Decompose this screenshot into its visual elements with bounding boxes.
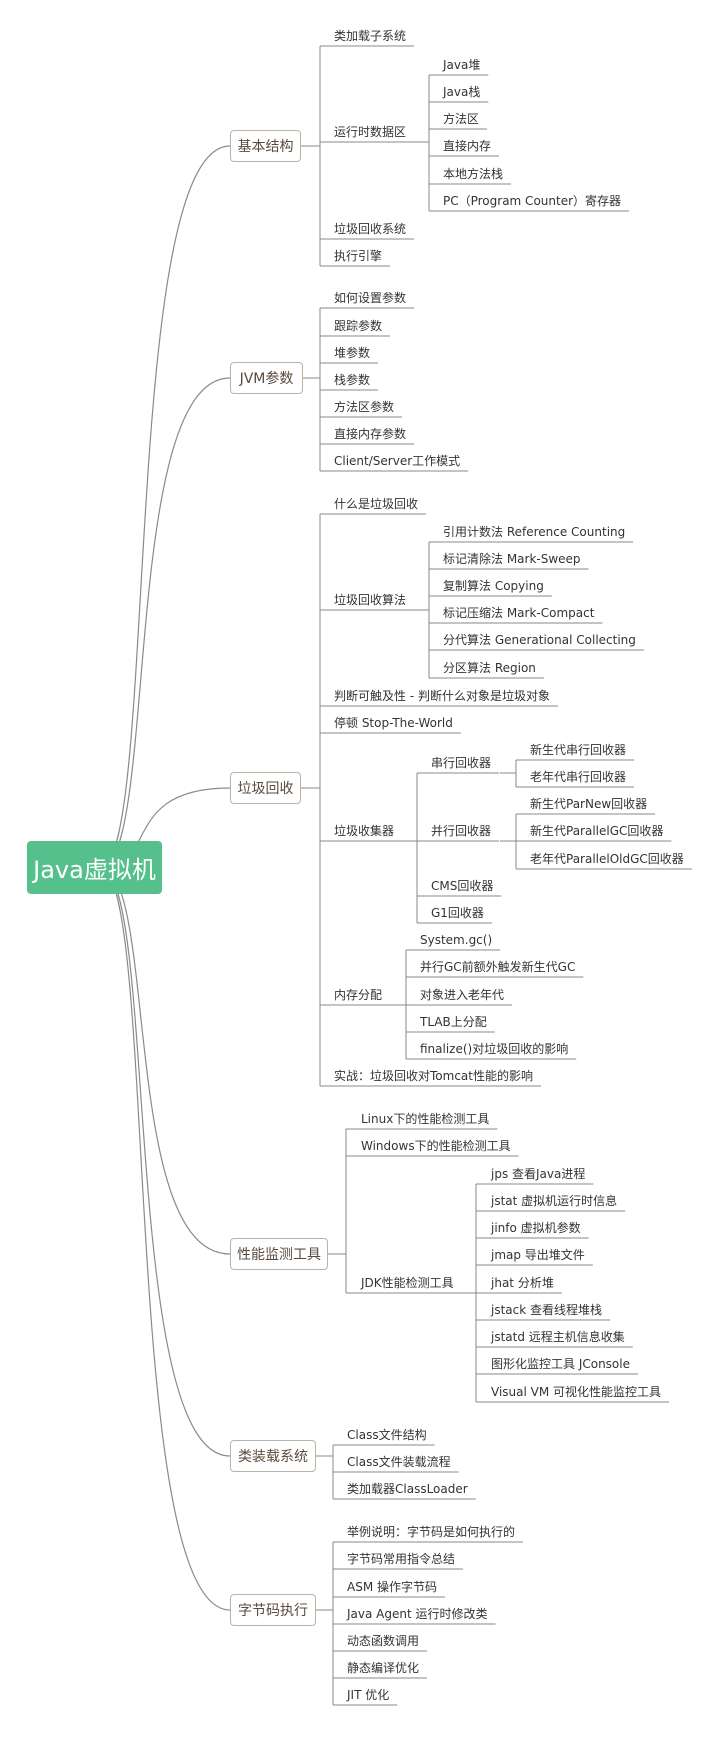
connector-curve [99, 145, 231, 869]
leaf-young-serial: 新生代串行回收器 [530, 743, 627, 757]
leaf-jinfo: jinfo 虚拟机参数 [491, 1221, 581, 1235]
leaf-java-stack: Java栈 [443, 85, 481, 99]
leaf-classloader: 类加载器ClassLoader [347, 1482, 468, 1496]
leaf-java-heap: Java堆 [443, 58, 481, 72]
leaf-class-file-structure: Class文件结构 [347, 1428, 427, 1442]
branch-node-basic-structure: 基本结构 [230, 130, 301, 162]
leaf-finalize: finalize()对垃圾回收的影响 [420, 1042, 569, 1056]
leaf-parallel-collector: 并行回收器 [431, 824, 492, 838]
connector-curve [99, 867, 231, 1255]
leaf-stop-the-world: 停顿 Stop-The-World [334, 716, 453, 730]
leaf-client-server-mode: Client/Server工作模式 [334, 454, 461, 468]
leaf-jit: JIT 优化 [347, 1688, 390, 1702]
leaf-linux-tools: Linux下的性能检测工具 [361, 1112, 490, 1126]
connector-curve [99, 867, 231, 1611]
leaf-memory-allocation: 内存分配 [334, 988, 383, 1002]
branch-node-garbage-collection: 垃圾回收 [230, 772, 301, 804]
leaf-direct-memory-params: 直接内存参数 [334, 427, 407, 441]
leaf-dynamic-invoke: 动态函数调用 [347, 1634, 420, 1648]
leaf-class-loading-flow: Class文件装载流程 [347, 1455, 451, 1469]
branch-node-jvm-params: JVM参数 [230, 362, 303, 394]
leaf-native-method-stack: 本地方法栈 [443, 167, 504, 181]
leaf-jhat: jhat 分析堆 [491, 1276, 554, 1290]
leaf-stack-params: 栈参数 [334, 373, 371, 387]
connector-curve [99, 867, 231, 1457]
leaf-tomcat-practice: 实战：垃圾回收对Tomcat性能的影响 [334, 1069, 533, 1083]
leaf-parallel-gc-young: 并行GC前额外触发新生代GC [420, 960, 576, 974]
leaf-how-to-set-params: 如何设置参数 [334, 291, 407, 305]
branch-node-bytecode: 字节码执行 [230, 1594, 316, 1626]
leaf-heap-params: 堆参数 [334, 346, 371, 360]
leaf-young-parnew: 新生代ParNew回收器 [530, 797, 648, 811]
leaf-windows-tools: Windows下的性能检测工具 [361, 1139, 511, 1153]
leaf-what-is-gc: 什么是垃圾回收 [334, 497, 419, 511]
leaf-gc-algorithms: 垃圾回收算法 [334, 593, 407, 607]
leaf-old-paralleloldgc: 老年代ParallelOldGC回收器 [530, 852, 684, 866]
leaf-class-loader-subsystem: 类加载子系统 [334, 29, 407, 43]
leaf-runtime-data-area: 运行时数据区 [334, 125, 407, 139]
leaf-gc-system: 垃圾回收系统 [334, 222, 407, 236]
leaf-reachability: 判断可触及性 - 判断什么对象是垃圾对象 [334, 689, 550, 703]
branch-node-class-loading: 类装载系统 [230, 1440, 316, 1472]
leaf-jps: jps 查看Java进程 [491, 1167, 586, 1181]
leaf-pc-register: PC（Program Counter）寄存器 [443, 194, 622, 208]
leaf-jmap: jmap 导出堆文件 [491, 1248, 585, 1262]
leaf-mark-compact: 标记压缩法 Mark-Compact [443, 606, 595, 620]
leaf-asm: ASM 操作字节码 [347, 1580, 437, 1594]
leaf-static-compile: 静态编译优化 [347, 1661, 420, 1675]
leaf-gc-collectors: 垃圾收集器 [334, 824, 395, 838]
leaf-generational: 分代算法 Generational Collecting [443, 633, 636, 647]
leaf-mark-sweep: 标记清除法 Mark-Sweep [443, 552, 581, 566]
branch-node-perf-tools: 性能监测工具 [230, 1238, 328, 1270]
leaf-jstack: jstack 查看线程堆栈 [491, 1303, 603, 1317]
leaf-old-serial: 老年代串行回收器 [530, 770, 627, 784]
leaf-jstat: jstat 虚拟机运行时信息 [491, 1194, 618, 1208]
leaf-jconsole: 图形化监控工具 JConsole [491, 1357, 630, 1371]
leaf-execution-engine: 执行引擎 [334, 249, 383, 263]
leaf-method-area: 方法区 [443, 112, 480, 126]
leaf-copying: 复制算法 Copying [443, 579, 544, 593]
connector-curve [99, 377, 231, 869]
leaf-bytecode-instructions: 字节码常用指令总结 [347, 1552, 456, 1566]
leaf-jdk-tools: JDK性能检测工具 [361, 1276, 454, 1290]
leaf-tlab: TLAB上分配 [420, 1015, 487, 1029]
leaf-direct-memory: 直接内存 [443, 139, 492, 153]
leaf-system-gc: System.gc() [420, 933, 493, 947]
leaf-trace-params: 跟踪参数 [334, 319, 383, 333]
leaf-young-parallelgc: 新生代ParallelGC回收器 [530, 824, 664, 838]
leaf-bytecode-example: 举例说明：字节码是如何执行的 [347, 1525, 516, 1539]
leaf-g1-collector: G1回收器 [431, 906, 484, 920]
leaf-method-area-params: 方法区参数 [334, 400, 395, 414]
leaf-jstatd: jstatd 远程主机信息收集 [491, 1330, 625, 1344]
leaf-reference-counting: 引用计数法 Reference Counting [443, 525, 626, 539]
leaf-visualvm: Visual VM 可视化性能监控工具 [491, 1385, 662, 1399]
root-node: Java虚拟机 [27, 841, 162, 894]
leaf-region: 分区算法 Region [443, 661, 536, 675]
leaf-serial-collector: 串行回收器 [431, 756, 492, 770]
leaf-java-agent: Java Agent 运行时修改类 [347, 1607, 488, 1621]
leaf-cms-collector: CMS回收器 [431, 879, 494, 893]
leaf-promote-old: 对象进入老年代 [420, 988, 505, 1002]
